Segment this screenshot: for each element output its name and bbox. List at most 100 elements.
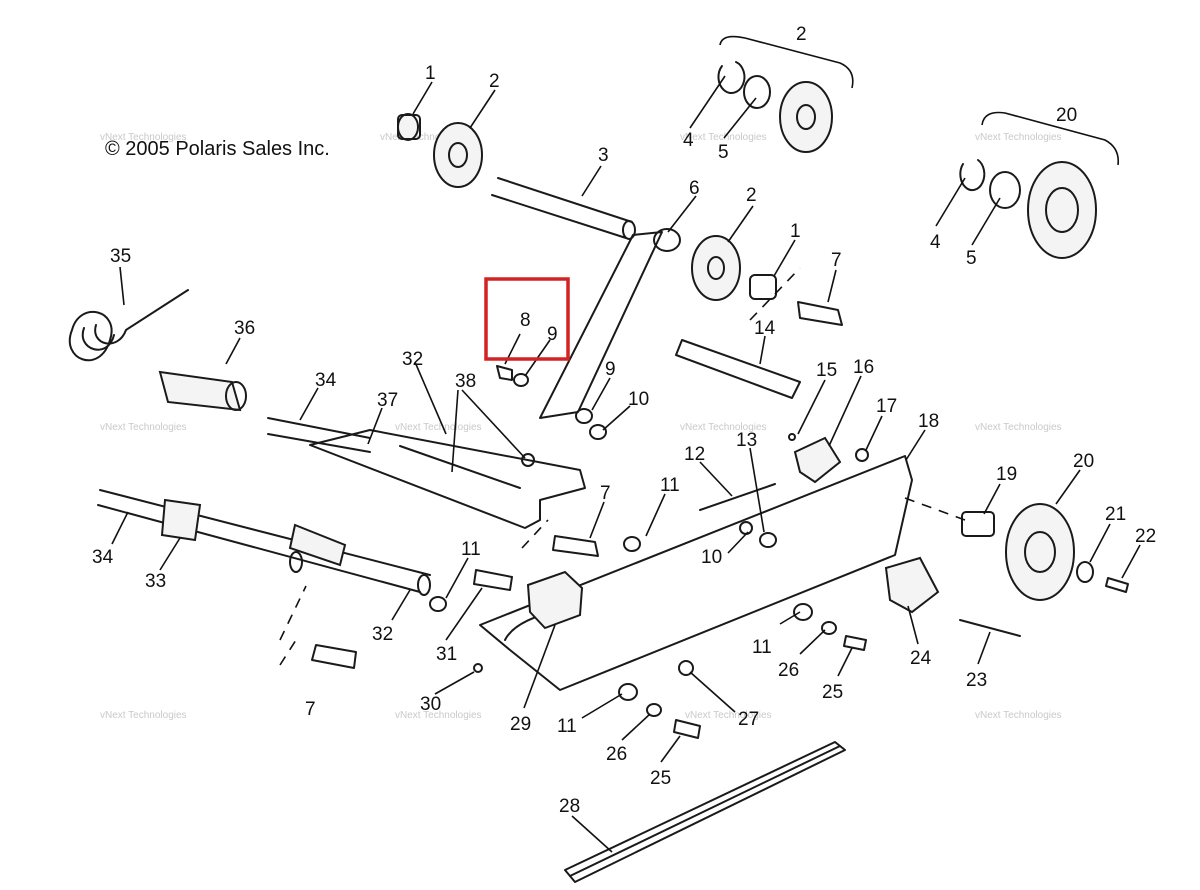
callout-2[interactable]: 2 <box>489 71 500 92</box>
callout-25[interactable]: 25 <box>822 682 843 703</box>
highlight-box <box>484 277 570 361</box>
callout-16[interactable]: 16 <box>853 357 874 378</box>
callout-24[interactable]: 24 <box>910 648 932 669</box>
bolt-part <box>311 644 357 669</box>
sleeve-end <box>225 381 247 411</box>
callout-7[interactable]: 7 <box>831 250 842 271</box>
callout-4[interactable]: 4 <box>930 232 941 253</box>
washer-part <box>623 536 641 552</box>
callout-37[interactable]: 37 <box>377 390 398 411</box>
callout-3[interactable]: 3 <box>598 145 609 166</box>
bolt-part <box>797 301 843 326</box>
arm-part <box>288 523 347 567</box>
callout-2[interactable]: 2 <box>746 185 757 206</box>
screw-part <box>843 635 867 651</box>
callout-8[interactable]: 8 <box>520 310 531 331</box>
callout-17[interactable]: 17 <box>876 396 897 417</box>
callout-12[interactable]: 12 <box>684 444 705 465</box>
callout-4[interactable]: 4 <box>683 130 694 151</box>
bolt-part <box>699 483 776 511</box>
callout-30[interactable]: 30 <box>420 694 441 715</box>
spacer-part <box>961 511 995 537</box>
nut-part <box>739 521 753 535</box>
callout-14[interactable]: 14 <box>754 318 776 339</box>
callout-11[interactable]: 11 <box>557 716 577 737</box>
nut-part <box>589 424 607 440</box>
watermark-text: vNext Technologies <box>975 422 1062 433</box>
shaft-part <box>675 339 801 399</box>
callout-7[interactable]: 7 <box>305 699 316 720</box>
callout-11[interactable]: 11 <box>752 637 772 658</box>
washer-part <box>513 373 529 387</box>
callout-19[interactable]: 19 <box>996 464 1017 485</box>
callout-35[interactable]: 35 <box>110 246 131 267</box>
idler-wheel-part <box>779 81 833 153</box>
callout-20[interactable]: 20 <box>1073 451 1094 472</box>
callout-18[interactable]: 18 <box>918 411 939 432</box>
watermark-text: vNext Technologies <box>100 710 187 721</box>
group-bracket <box>981 111 1120 166</box>
washer-part <box>759 532 777 548</box>
callout-9[interactable]: 9 <box>547 324 558 345</box>
callout-34[interactable]: 34 <box>315 370 337 391</box>
callout-31[interactable]: 31 <box>436 644 457 665</box>
group-bracket <box>719 35 854 89</box>
wheel-hub <box>448 142 468 168</box>
callout-10[interactable]: 10 <box>701 547 722 568</box>
callout-10[interactable]: 10 <box>628 389 649 410</box>
washer-part <box>793 603 813 621</box>
washer-part <box>743 75 771 109</box>
nut-part <box>678 660 694 676</box>
callout-33[interactable]: 33 <box>145 571 166 592</box>
callout-26[interactable]: 26 <box>778 660 799 681</box>
callout-34[interactable]: 34 <box>92 547 114 568</box>
callout-28[interactable]: 28 <box>559 796 580 817</box>
callout-11[interactable]: 11 <box>660 475 680 496</box>
callout-7[interactable]: 7 <box>600 483 611 504</box>
callout-23[interactable]: 23 <box>966 670 987 691</box>
callout-11[interactable]: 11 <box>461 539 481 560</box>
callout-5[interactable]: 5 <box>966 248 977 269</box>
callout-32[interactable]: 32 <box>372 624 393 645</box>
callout-22[interactable]: 22 <box>1135 526 1156 547</box>
callout-15[interactable]: 15 <box>816 360 837 381</box>
callout-27[interactable]: 27 <box>738 709 759 730</box>
callout-1[interactable]: 1 <box>790 221 801 242</box>
idler-wheel-part <box>691 235 741 301</box>
callout-labels: 1 2 2 4 5 3 6 2 1 7 20 4 5 35 36 8 9 14 … <box>92 24 1156 817</box>
callout-32[interactable]: 32 <box>402 349 423 370</box>
wear-block-part <box>526 570 584 630</box>
callout-26[interactable]: 26 <box>606 744 627 765</box>
alignment-lines <box>279 267 966 666</box>
washer-part <box>989 171 1021 209</box>
parts <box>68 35 1129 883</box>
callout-36[interactable]: 36 <box>234 318 255 339</box>
bushing-part <box>397 113 419 141</box>
callout-20[interactable]: 20 <box>1056 105 1077 126</box>
callout-13[interactable]: 13 <box>736 430 757 451</box>
wear-strip-edge <box>569 745 841 877</box>
wheel-hub <box>796 104 816 130</box>
callout-25[interactable]: 25 <box>650 768 671 789</box>
callout-38[interactable]: 38 <box>455 371 476 392</box>
shaft-edge <box>497 177 633 223</box>
watermark-text: vNext Technologies <box>685 710 772 721</box>
pin-part <box>473 663 483 673</box>
callout-2[interactable]: 2 <box>796 24 807 45</box>
callout-21[interactable]: 21 <box>1105 504 1126 525</box>
callout-6[interactable]: 6 <box>689 178 700 199</box>
callout-1[interactable]: 1 <box>425 63 436 84</box>
slide-rail-part <box>479 455 913 691</box>
callout-5[interactable]: 5 <box>718 142 729 163</box>
bracket-part <box>793 436 842 484</box>
bolt-part <box>959 619 1021 637</box>
leader-lines <box>111 75 1141 853</box>
callout-9[interactable]: 9 <box>605 359 616 380</box>
callout-29[interactable]: 29 <box>510 714 531 735</box>
pin-part <box>788 433 796 441</box>
bracket-part <box>884 556 940 614</box>
washer-part <box>575 408 593 424</box>
watermark-text: vNext Technologies <box>975 132 1062 143</box>
